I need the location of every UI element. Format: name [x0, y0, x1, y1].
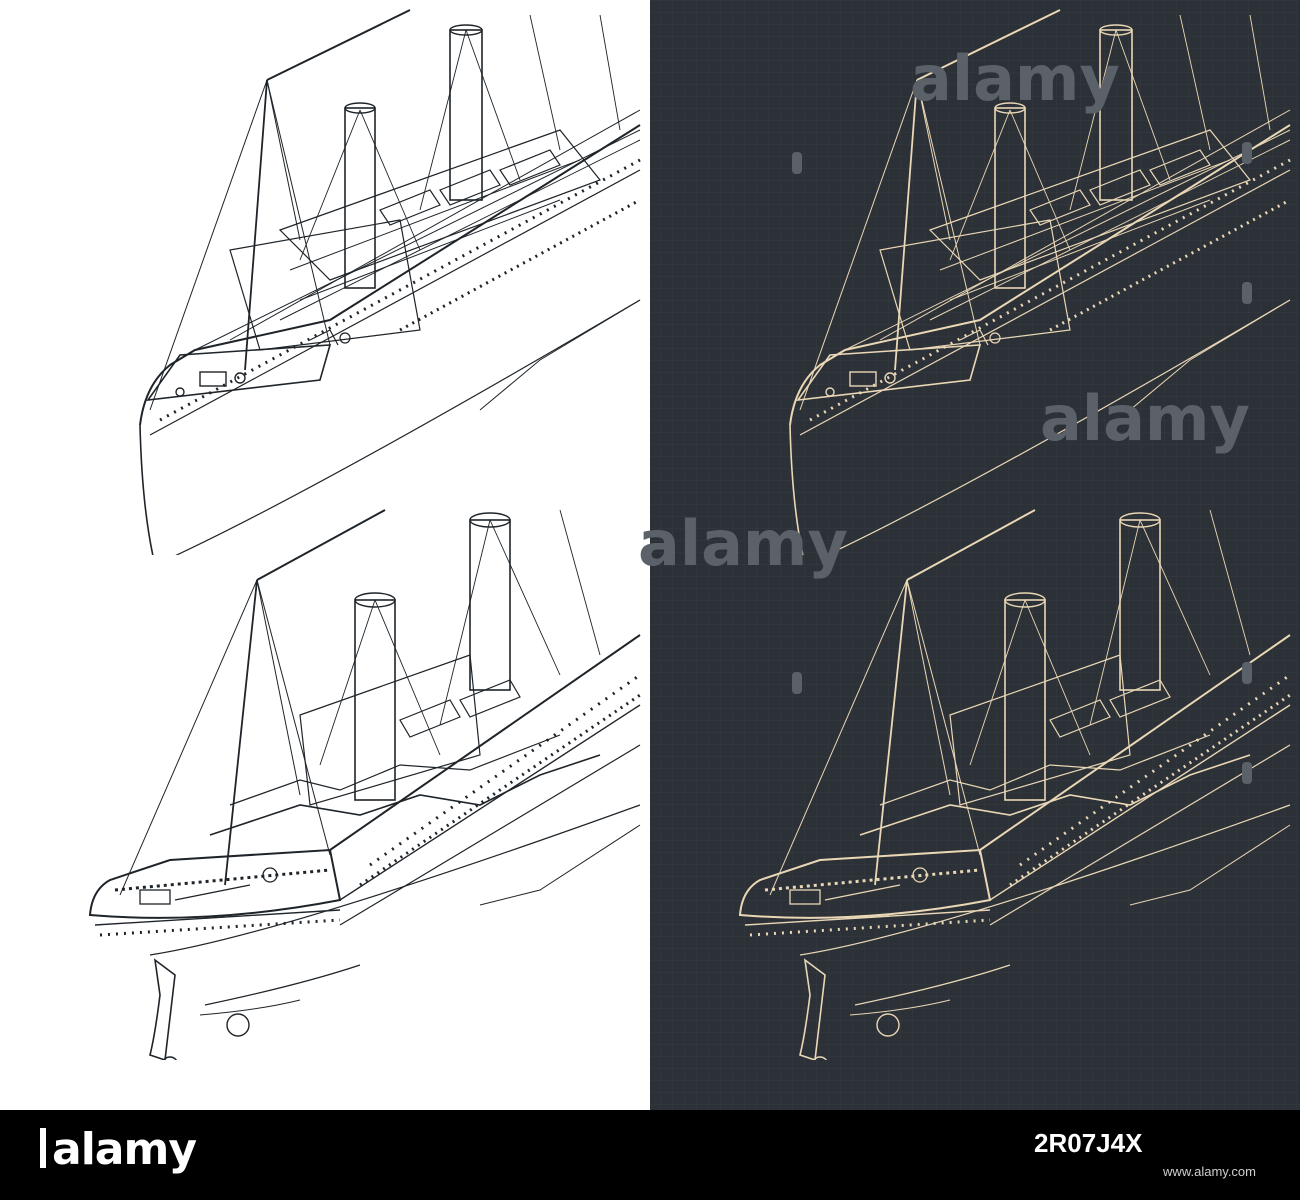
- blueprint-illustration: alamy alamy alamy: [0, 0, 1300, 1110]
- site-url: www.alamy.com: [1163, 1164, 1256, 1179]
- light-panel: [0, 0, 650, 1110]
- watermark-side-marks: [792, 142, 1252, 784]
- blueprint-grid: [650, 0, 1300, 1110]
- watermark-text: alamy: [638, 507, 848, 580]
- footer-bar: alamy 2R07J4X www.alamy.com: [0, 1110, 1300, 1200]
- brand-logo-icon: [40, 1128, 46, 1168]
- watermark-text: alamy: [910, 42, 1120, 115]
- brand-name: alamy: [52, 1124, 197, 1175]
- image-id: 2R07J4X: [1034, 1128, 1143, 1158]
- watermark-text: alamy: [1040, 382, 1250, 455]
